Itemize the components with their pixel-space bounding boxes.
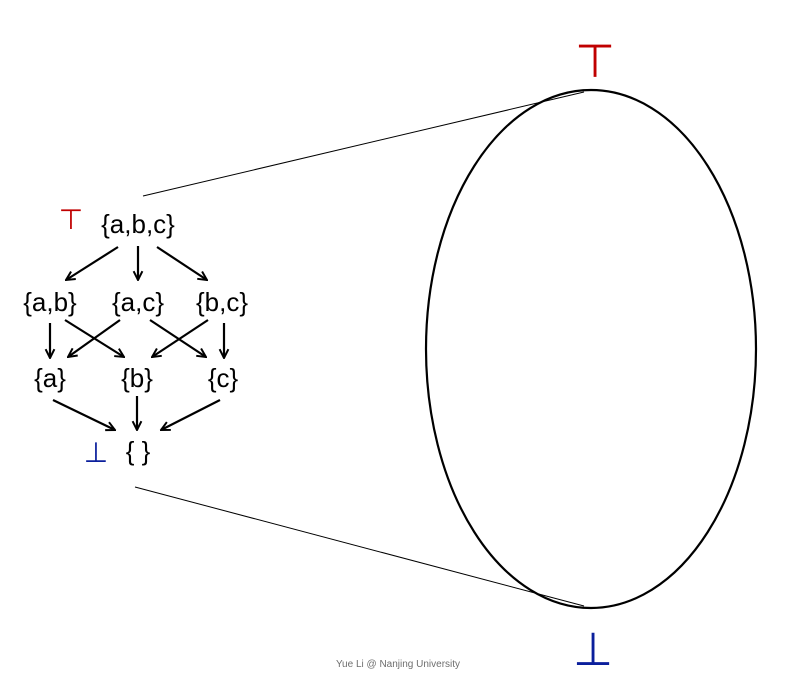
edge-a-empty xyxy=(52,399,115,430)
abstract-lattice-ellipse xyxy=(424,88,758,610)
node-c: {c} xyxy=(208,363,239,393)
node-a: {a} xyxy=(34,363,66,393)
zoom-line-bottom xyxy=(134,486,585,607)
small-top-symbol: ⊤ xyxy=(59,203,83,236)
footer-credit: Yue Li @ Nanjing University xyxy=(336,659,460,670)
edge-bc-b xyxy=(152,319,209,357)
node-b: {b} xyxy=(121,363,153,393)
node-abc: {a,b,c} xyxy=(101,209,175,239)
edge-abc-bc xyxy=(156,246,207,280)
edge-abc-ab xyxy=(66,246,119,280)
node-ac: {a,c} xyxy=(112,287,164,317)
hasse-edges xyxy=(50,246,224,430)
node-empty: { } xyxy=(126,436,151,466)
edge-c-empty xyxy=(161,399,221,430)
node-ab: {a,b} xyxy=(23,287,77,317)
edge-ac-c xyxy=(149,319,206,357)
edge-ac-a xyxy=(68,319,121,357)
big-bottom-symbol: ⊥ xyxy=(573,622,613,676)
zoom-line-top xyxy=(142,91,585,197)
small-bottom-symbol: ⊥ xyxy=(84,436,108,469)
big-top-symbol: ⊤ xyxy=(575,34,615,88)
node-bc: {b,c} xyxy=(196,287,248,317)
